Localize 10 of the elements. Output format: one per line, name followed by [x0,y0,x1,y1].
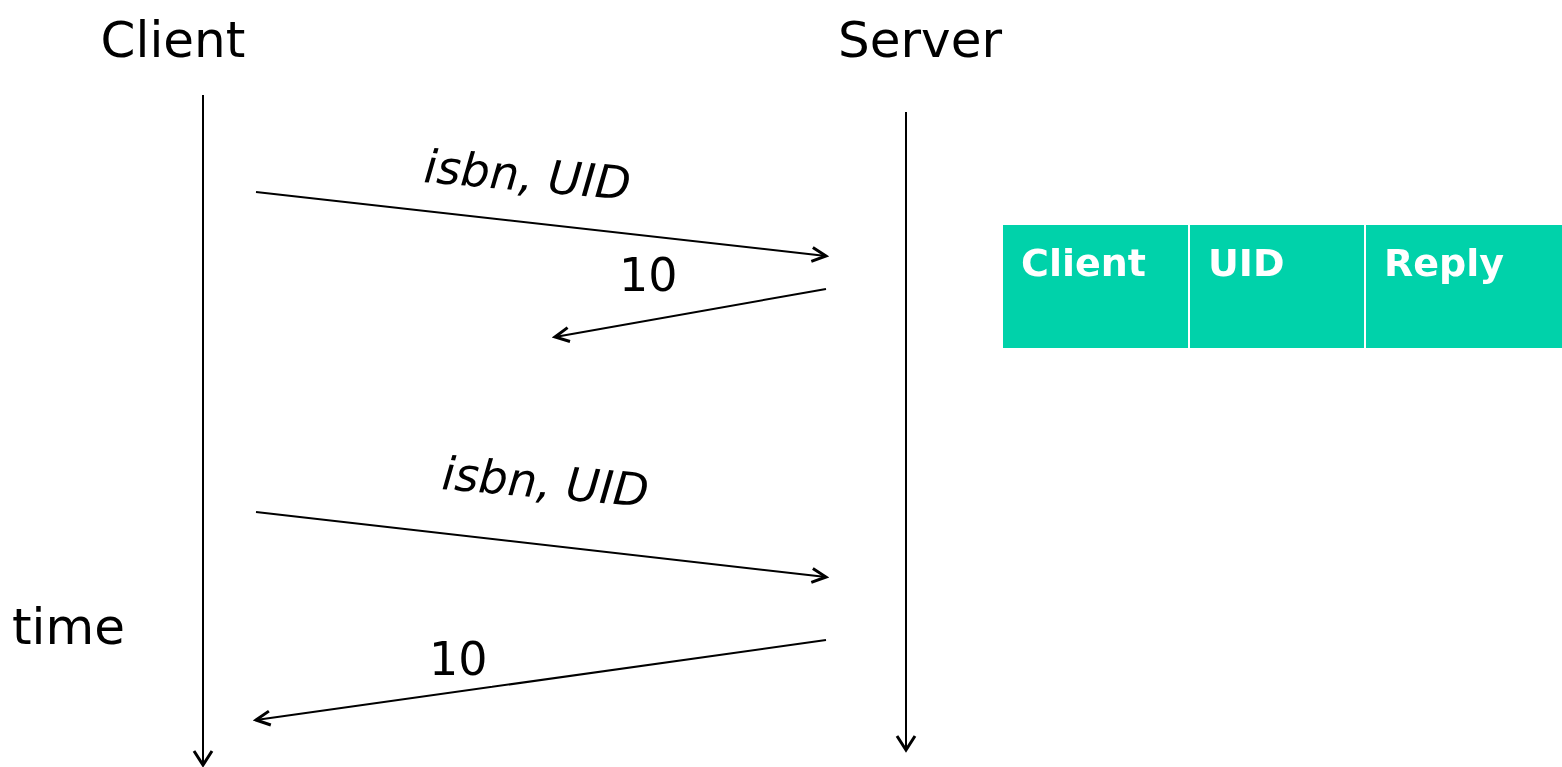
message-arrow [553,288,827,343]
axis-label: time [12,597,125,658]
lifeline-title: Client [99,10,247,71]
lifeline-title: Server [837,10,1003,71]
table-header-cell: Client [1003,225,1188,348]
table-header-cell: Reply [1366,225,1562,348]
message-arrow [254,639,827,727]
message-arrow [255,511,828,584]
table-header-cell: UID [1190,225,1364,348]
message-arrow [255,191,828,263]
